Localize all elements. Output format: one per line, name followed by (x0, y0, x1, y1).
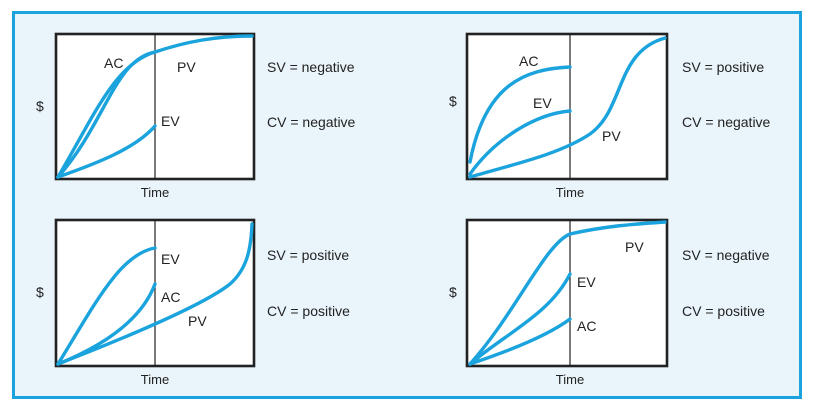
cv-text: CV = negative (267, 114, 356, 130)
pv-curve (56, 222, 254, 366)
ev-curve (468, 109, 572, 176)
sv-text: SV = positive (682, 59, 764, 75)
y-axis-label: $ (36, 98, 44, 114)
figure-panel: AC PV EV $ Time SV = negative CV = negat… (12, 11, 802, 399)
pv-label: PV (602, 128, 621, 144)
sv-text: SV = negative (267, 59, 355, 75)
ev-label: EV (161, 113, 180, 129)
sv-text: SV = negative (682, 247, 770, 263)
earned-value-diagram: AC PV EV $ Time SV = negative CV = negat… (36, 32, 771, 387)
ev-label: EV (577, 274, 596, 290)
ev-label: EV (161, 251, 180, 267)
cv-text: CV = positive (267, 303, 350, 319)
pv-label: PV (625, 239, 644, 255)
panel-bottom-right: PV EV AC $ Time SV = negative CV = posit… (449, 218, 770, 387)
panel-top-right: AC EV PV $ Time SV = positive CV = negat… (449, 32, 771, 200)
ev-label: EV (533, 95, 552, 111)
ac-label: AC (519, 53, 538, 69)
ev-curve (56, 124, 157, 179)
pv-curve (468, 36, 667, 179)
pv-label: PV (177, 59, 196, 75)
ac-curve (468, 317, 572, 366)
cv-text: CV = positive (682, 303, 765, 319)
pv-curve (468, 220, 667, 366)
sv-text: SV = positive (267, 247, 349, 263)
y-axis-label: $ (449, 93, 457, 109)
x-axis-label: Time (556, 185, 584, 200)
ev-curve (56, 246, 157, 366)
panel-top-left: AC PV EV $ Time SV = negative CV = negat… (36, 32, 356, 200)
plot-frame (465, 32, 669, 181)
ac-label: AC (161, 289, 180, 305)
pv-label: PV (188, 313, 207, 329)
x-axis-label: Time (556, 372, 584, 387)
ev-curve (468, 272, 572, 366)
ac-label: AC (577, 318, 596, 334)
ac-curve (468, 65, 572, 164)
y-axis-label: $ (449, 284, 457, 300)
ac-label: AC (104, 55, 123, 71)
x-axis-label: Time (141, 185, 169, 200)
pv-curve (56, 34, 254, 179)
y-axis-label: $ (36, 284, 44, 300)
cv-text: CV = negative (682, 114, 771, 130)
panel-bottom-left: EV AC PV $ Time SV = positive CV = posit… (36, 218, 350, 387)
x-axis-label: Time (141, 372, 169, 387)
